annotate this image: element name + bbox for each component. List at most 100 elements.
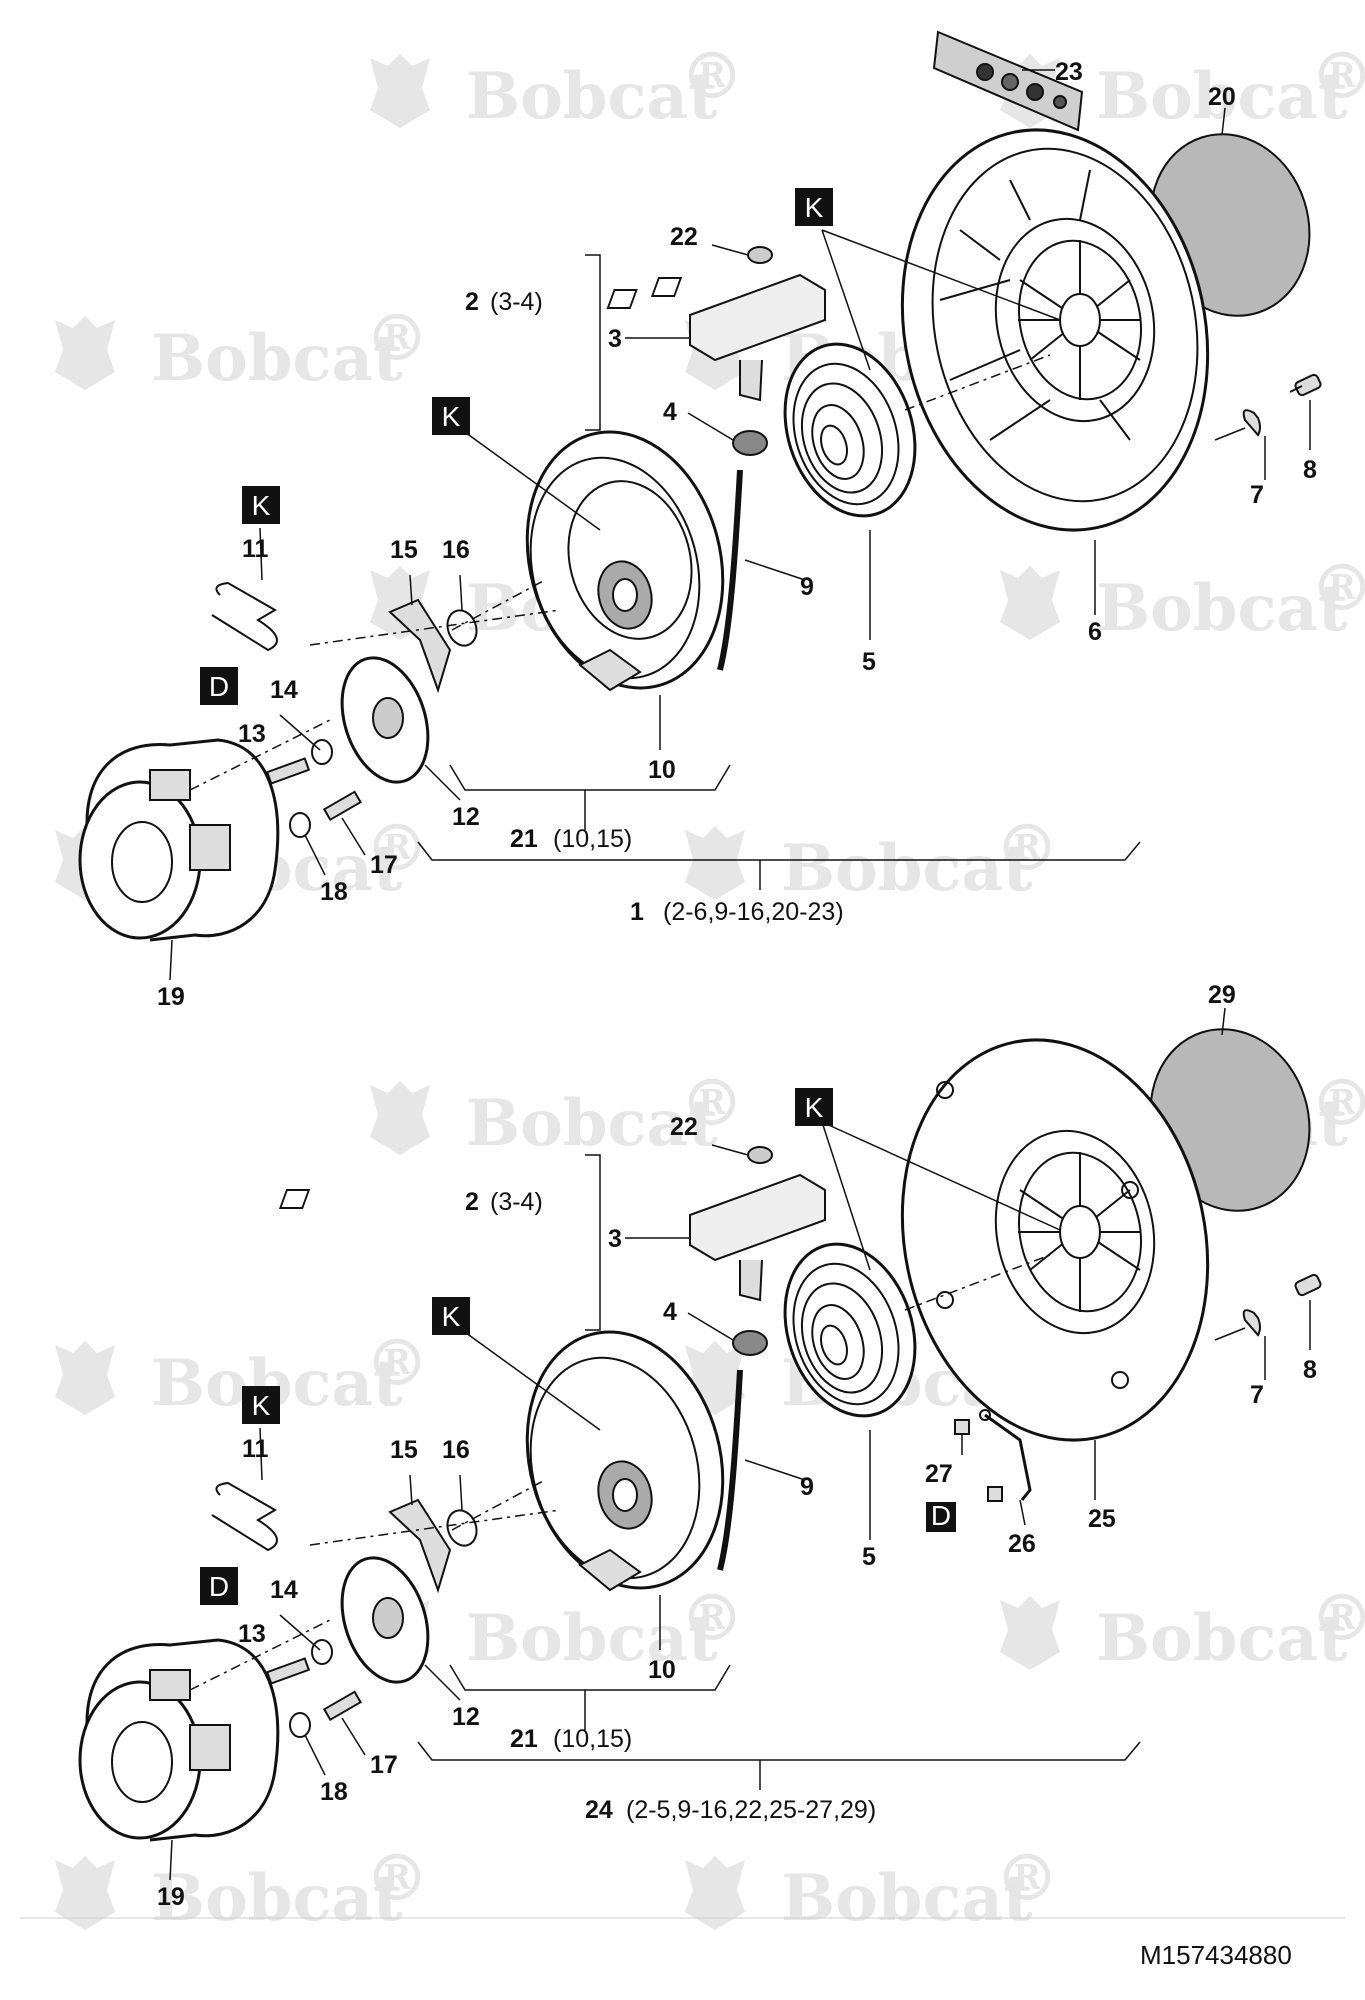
label-18: 18 xyxy=(320,1778,348,1806)
part-19-cup xyxy=(78,738,280,942)
svg-text:Bobcat: Bobcat xyxy=(1096,571,1348,646)
label-10: 10 xyxy=(648,756,676,784)
diagram-top xyxy=(78,30,1322,981)
label-18: 18 xyxy=(320,878,348,906)
part-7-clip xyxy=(1242,1309,1261,1337)
watermark: Bobcat® xyxy=(55,301,429,396)
part-6-housing xyxy=(900,128,1210,532)
label-3: 3 xyxy=(608,325,622,353)
label-29: 29 xyxy=(1208,981,1236,1009)
part-27-screw xyxy=(954,1419,1003,1502)
part-9-rope xyxy=(717,1369,743,1571)
watermark: Bobcat® xyxy=(1000,1581,1365,1676)
badge-k: K xyxy=(795,188,833,226)
svg-text:Bobcat: Bobcat xyxy=(466,59,718,134)
label-26: 26 xyxy=(1008,1530,1036,1558)
label-11: 11 xyxy=(242,535,269,563)
label-3: 3 xyxy=(608,1225,622,1253)
svg-text:®: ® xyxy=(1310,39,1365,114)
part-19-cup xyxy=(78,1638,280,1842)
part-22-nut xyxy=(747,1146,773,1164)
part-25-housing xyxy=(900,1038,1210,1442)
part-11-clip xyxy=(211,1481,278,1552)
label-2-range: (3-4) xyxy=(490,288,543,316)
label-11: 11 xyxy=(242,1435,269,1463)
label-5: 5 xyxy=(862,1543,876,1571)
label-27: 27 xyxy=(925,1460,953,1488)
part-15-pawl xyxy=(388,1498,452,1594)
label-22: 22 xyxy=(670,223,698,251)
part-7-clip xyxy=(1242,409,1261,437)
svg-text:®: ® xyxy=(1310,1066,1365,1141)
svg-text:D: D xyxy=(931,1500,951,1531)
label-24: 24 xyxy=(585,1796,613,1824)
label-7: 7 xyxy=(1250,1381,1264,1409)
part-14-washer xyxy=(311,739,333,765)
watermark: Bobcat® xyxy=(370,39,744,134)
svg-text:Bobcat: Bobcat xyxy=(781,1861,1033,1936)
svg-text:K: K xyxy=(805,192,824,223)
label-15: 15 xyxy=(390,1436,418,1464)
svg-text:®: ® xyxy=(680,39,744,114)
label-17: 17 xyxy=(370,851,398,879)
part-16-spring xyxy=(446,1509,478,1547)
svg-text:®: ® xyxy=(680,1581,744,1656)
watermark: Bobcat® xyxy=(685,1841,1059,1936)
label-12: 12 xyxy=(452,803,480,831)
label-19: 19 xyxy=(157,983,185,1011)
part-18-washer xyxy=(289,812,311,838)
label-7: 7 xyxy=(1250,481,1264,509)
svg-text:®: ® xyxy=(995,811,1059,886)
svg-text:®: ® xyxy=(680,1066,744,1141)
label-16: 16 xyxy=(442,1436,470,1464)
label-9: 9 xyxy=(800,573,814,601)
badge-k: K xyxy=(795,1088,833,1126)
label-1-range: (2-6,9-16,20-23) xyxy=(663,898,844,926)
part-18-washer xyxy=(289,1712,311,1738)
watermark: Bobcat® xyxy=(55,1326,429,1421)
label-21-range: (10,15) xyxy=(553,825,632,853)
part-9-rope xyxy=(717,469,743,671)
label-2: 2 xyxy=(465,288,479,316)
part-8-screw xyxy=(1294,1273,1322,1297)
label-25: 25 xyxy=(1088,1505,1116,1533)
svg-text:Bobcat: Bobcat xyxy=(1096,1601,1348,1676)
watermark: Bobcat® xyxy=(55,1841,429,1936)
label-1: 1 xyxy=(630,898,644,926)
label-2: 2 xyxy=(465,1188,479,1216)
part-10-pulley xyxy=(525,430,725,692)
part-4-grommet xyxy=(732,1330,768,1356)
watermark: Bobcat® xyxy=(685,811,1059,906)
svg-text:D: D xyxy=(209,671,229,702)
label-13: 13 xyxy=(238,1620,266,1648)
part-10-pulley xyxy=(525,1330,725,1592)
watermark: Bobcat® xyxy=(370,1581,744,1676)
svg-text:®: ® xyxy=(365,1841,429,1916)
label-23: 23 xyxy=(1055,58,1083,86)
label-21-range: (10,15) xyxy=(553,1725,632,1753)
label-14: 14 xyxy=(270,1576,298,1604)
part-26-bracket xyxy=(979,1409,1032,1501)
reference-code: M157434880 xyxy=(1140,1940,1292,1970)
label-2-range: (3-4) xyxy=(490,1188,543,1216)
svg-text:Bobcat: Bobcat xyxy=(781,831,1033,906)
label-24-range: (2-5,9-16,22,25-27,29) xyxy=(626,1796,876,1824)
watermark: Bobcat® xyxy=(1000,551,1365,646)
svg-text:K: K xyxy=(805,1092,824,1123)
svg-text:D: D xyxy=(209,1571,229,1602)
label-4: 4 xyxy=(663,1298,677,1326)
part-4-grommet xyxy=(732,430,768,456)
part-13-bolt xyxy=(265,757,311,785)
svg-text:®: ® xyxy=(995,1841,1059,1916)
label-21: 21 xyxy=(510,1725,538,1753)
part-23-plate xyxy=(932,30,1084,132)
svg-text:K: K xyxy=(442,1301,461,1332)
svg-text:Bobcat: Bobcat xyxy=(1096,59,1348,134)
label-20: 20 xyxy=(1208,83,1236,111)
svg-text:®: ® xyxy=(365,301,429,376)
label-10: 10 xyxy=(648,1656,676,1684)
watermark: Bobcat® xyxy=(370,1066,744,1161)
label-12: 12 xyxy=(452,1703,480,1731)
watermark: Bobcat® xyxy=(1000,39,1365,134)
badge-k: K xyxy=(242,486,280,524)
